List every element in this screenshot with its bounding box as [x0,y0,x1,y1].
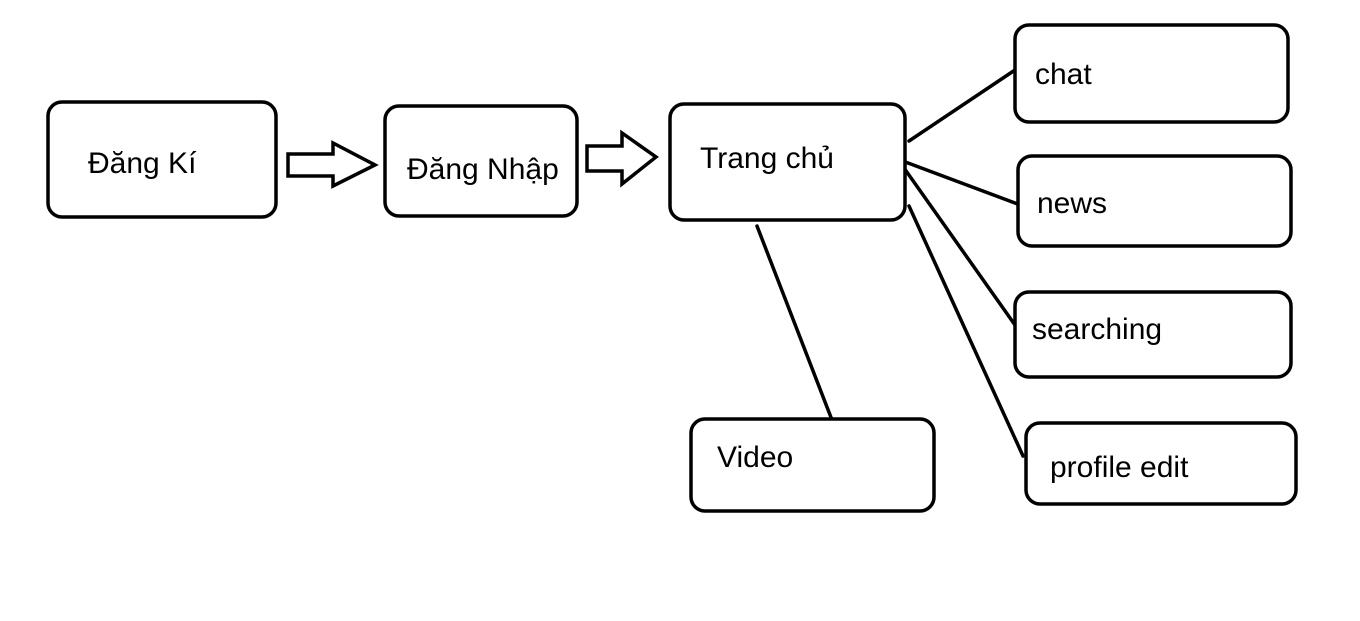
node-login-label: Đăng Nhập [407,153,559,186]
node-profile-edit-label: profile edit [1050,451,1189,484]
edge-home-video [755,224,834,422]
node-video: Video [689,417,936,513]
edge-home-news [898,158,1025,208]
edge-home-profile-edit [907,204,1025,458]
node-chat: chat [1013,23,1290,124]
node-home-label: Trang chủ [700,142,834,175]
node-register-label: Đăng Kí [88,147,197,180]
node-profile-edit: profile edit [1024,421,1298,506]
node-register: Đăng Kí [46,100,278,219]
node-login: Đăng Nhập [383,104,579,218]
node-searching-label: searching [1032,313,1162,346]
edge-home-chat [907,68,1017,143]
node-news-label: news [1037,187,1107,220]
node-chat-label: chat [1035,58,1092,91]
edge-home-searching [902,166,1017,327]
arrow-login-to-home [585,129,659,188]
node-searching: searching [1013,290,1293,379]
arrow-register-to-login [286,140,379,189]
node-video-label: Video [717,441,793,474]
node-news: news [1016,154,1293,248]
node-home: Trang chủ [668,102,907,222]
